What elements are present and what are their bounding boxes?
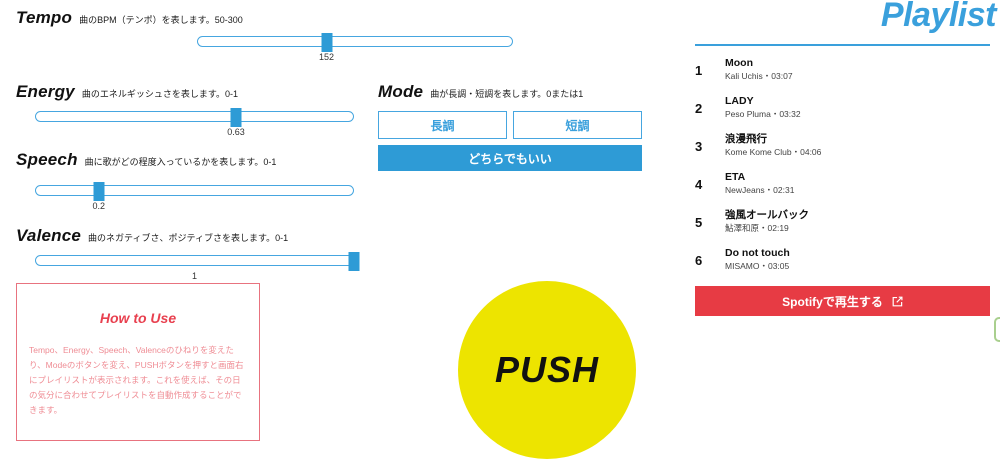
track-item[interactable]: 1 Moon Kali Uchis・03:07 <box>695 56 990 94</box>
param-desc-mode: 曲が長調・短調を表します。0または1 <box>430 89 584 99</box>
spotify-play-label: Spotifyで再生する <box>782 294 883 309</box>
push-button[interactable]: PUSH <box>458 281 636 459</box>
track-number: 5 <box>695 215 703 230</box>
track-item[interactable]: 6 Do not touch MISAMO・03:05 <box>695 246 990 284</box>
track-item[interactable]: 2 LADY Peso Pluma・03:32 <box>695 94 990 132</box>
param-title-energy: Energy <box>16 82 75 101</box>
slider-value-energy: 0.63 <box>227 127 245 137</box>
controls-panel: Tempo 曲のBPM（テンポ）を表します。50-300 152 Energy 曲の… <box>16 8 642 459</box>
slider-thumb-energy[interactable] <box>230 108 242 127</box>
track-info: LADY Peso Pluma・03:32 <box>725 94 990 121</box>
mode-button-group: 長調 短調 <box>378 111 642 139</box>
track-name: Moon <box>725 57 753 69</box>
track-number: 1 <box>695 63 703 78</box>
param-desc-energy: 曲のエネルギッシュさを表します。0-1 <box>81 89 238 99</box>
track-info: Moon Kali Uchis・03:07 <box>725 56 990 83</box>
param-heading-energy: Energy 曲のエネルギッシュさを表します。0-1 <box>16 82 238 102</box>
how-to-use-title: How to Use <box>99 310 177 326</box>
param-title-valence: Valence <box>16 226 82 245</box>
track-meta: Kome Kome Club・04:06 <box>725 147 822 158</box>
slider-track-valence[interactable] <box>35 255 354 266</box>
playlist-title: Playlist <box>880 0 997 34</box>
track-number: 4 <box>695 177 703 192</box>
track-info: Do not touch MISAMO・03:05 <box>725 246 990 273</box>
track-info: 強風オールバック 鮎澤和原・02:19 <box>725 208 990 235</box>
track-item[interactable]: 3 浪漫飛行 Kome Kome Club・04:06 <box>695 132 990 170</box>
param-title-tempo: Tempo <box>16 8 73 27</box>
param-heading-valence: Valence 曲のネガティブさ、ポジティブさを表します。0-1 <box>16 226 288 246</box>
how-to-use-body: Tempo、Energy、Speech、Valenceのひねりを変えたり、Mod… <box>29 345 244 415</box>
track-meta: Kali Uchis・03:07 <box>725 71 793 82</box>
track-name: LADY <box>725 95 754 107</box>
mode-button-either[interactable]: どちらでもいい <box>378 145 642 171</box>
track-number: 6 <box>695 253 703 268</box>
track-list: 1 Moon Kali Uchis・03:07 2 LADY Peso Plum… <box>695 56 990 284</box>
how-to-use-box: How to Use Tempo、Energy、Speech、Valenceのひ… <box>16 283 260 441</box>
slider-tempo[interactable]: 152 <box>197 33 513 62</box>
param-desc-valence: 曲のネガティブさ、ポジティブさを表します。0-1 <box>88 233 289 243</box>
track-meta: NewJeans・02:31 <box>725 185 795 196</box>
slider-thumb-tempo[interactable] <box>321 33 333 52</box>
slider-speech[interactable]: 0.2 <box>35 182 354 211</box>
param-title-speech: Speech <box>16 150 78 169</box>
track-name: ETA <box>725 171 746 183</box>
external-link-icon <box>892 296 903 307</box>
track-name: Do not touch <box>725 247 790 259</box>
slider-value-valence: 1 <box>191 271 198 281</box>
slider-track-speech[interactable] <box>35 185 354 196</box>
spotify-play-button[interactable]: Spotifyで再生する <box>695 286 990 316</box>
track-name: 強風オールバック <box>725 209 809 221</box>
slider-value-tempo: 152 <box>319 52 335 62</box>
track-meta: MISAMO・03:05 <box>725 261 790 272</box>
edge-chip <box>994 317 1000 342</box>
playlist-divider <box>695 44 990 46</box>
param-title-mode: Mode <box>378 82 424 101</box>
track-info: 浪漫飛行 Kome Kome Club・04:06 <box>725 132 990 159</box>
slider-value-speech: 0.2 <box>92 201 106 211</box>
param-heading-mode: Mode 曲が長調・短調を表します。0または1 <box>378 82 583 102</box>
track-item[interactable]: 4 ETA NewJeans・02:31 <box>695 170 990 208</box>
param-desc-speech: 曲に歌がどの程度入っているかを表します。0-1 <box>84 157 277 167</box>
param-desc-tempo: 曲のBPM（テンポ）を表します。50-300 <box>79 15 243 25</box>
slider-track-energy[interactable] <box>35 111 354 122</box>
track-item[interactable]: 5 強風オールバック 鮎澤和原・02:19 <box>695 208 990 246</box>
slider-valence[interactable]: 1 <box>35 252 360 281</box>
slider-track-tempo[interactable] <box>197 36 513 47</box>
track-number: 2 <box>695 101 703 116</box>
playlist-panel: Playlist 1 Moon Kali Uchis・03:07 2 LADY … <box>695 0 1000 459</box>
mode-button-major[interactable]: 長調 <box>378 111 507 139</box>
slider-thumb-speech[interactable] <box>93 182 105 201</box>
push-button-label: PUSH <box>494 349 600 390</box>
track-meta: 鮎澤和原・02:19 <box>725 223 789 234</box>
param-heading-tempo: Tempo 曲のBPM（テンポ）を表します。50-300 <box>16 8 243 28</box>
slider-thumb-valence[interactable] <box>348 252 360 271</box>
track-meta: Peso Pluma・03:32 <box>725 109 801 120</box>
slider-energy[interactable]: 0.63 <box>35 108 354 137</box>
track-info: ETA NewJeans・02:31 <box>725 170 990 197</box>
track-name: 浪漫飛行 <box>725 133 767 145</box>
mode-button-minor[interactable]: 短調 <box>513 111 642 139</box>
param-heading-speech: Speech 曲に歌がどの程度入っているかを表します。0-1 <box>16 150 276 170</box>
track-number: 3 <box>695 139 703 154</box>
